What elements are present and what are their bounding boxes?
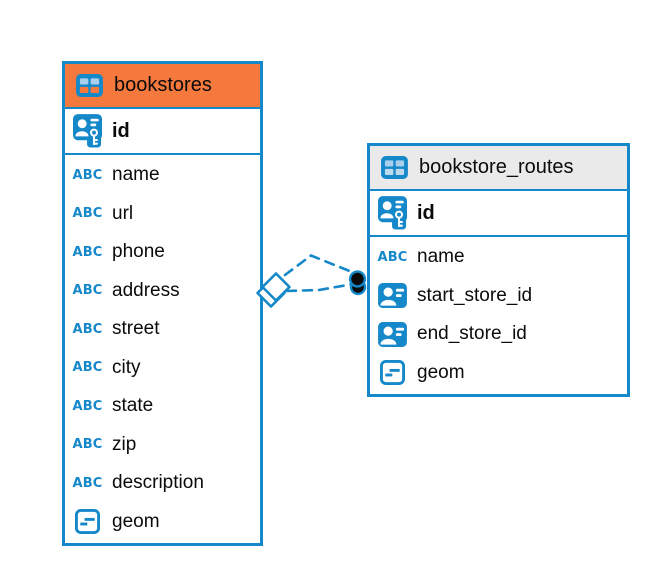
column-label: geom bbox=[112, 510, 160, 532]
foreign-key-user-icon bbox=[377, 283, 408, 309]
column-label: geom bbox=[417, 361, 465, 383]
column-row[interactable]: ABC name bbox=[370, 238, 627, 277]
column-label: description bbox=[112, 472, 204, 494]
column-label: start_store_id bbox=[417, 284, 533, 306]
primary-key-label: id bbox=[112, 119, 130, 142]
relationship-line[interactable] bbox=[283, 254, 354, 277]
column-label: phone bbox=[112, 241, 165, 263]
table-grid-icon bbox=[379, 156, 410, 179]
geometry-type-icon bbox=[377, 360, 408, 386]
primary-key-user-icon bbox=[72, 114, 103, 148]
column-row[interactable]: ABC address bbox=[65, 271, 260, 310]
column-row[interactable]: end_store_id bbox=[370, 315, 627, 354]
primary-key-user-icon bbox=[377, 196, 408, 230]
abc-text-type-icon: ABC bbox=[72, 167, 103, 183]
column-row[interactable]: start_store_id bbox=[370, 276, 627, 315]
table-header[interactable]: bookstore_routes bbox=[370, 146, 627, 191]
column-list: ABC name start_store_id end_store_id geo… bbox=[370, 237, 627, 394]
column-label: name bbox=[112, 164, 160, 186]
table-title: bookstores bbox=[114, 74, 212, 96]
column-row[interactable]: ABC description bbox=[65, 464, 260, 503]
abc-text-type-icon: ABC bbox=[72, 360, 103, 376]
abc-text-type-icon: ABC bbox=[72, 321, 103, 337]
column-label: address bbox=[112, 279, 180, 301]
primary-key-row[interactable]: id bbox=[65, 109, 260, 155]
relationship-line[interactable] bbox=[285, 282, 355, 293]
column-label: state bbox=[112, 395, 154, 417]
column-row[interactable]: ABC url bbox=[65, 194, 260, 233]
column-row[interactable]: ABC street bbox=[65, 310, 260, 349]
abc-text-type-icon: ABC bbox=[72, 398, 103, 414]
primary-key-label: id bbox=[417, 201, 435, 224]
column-row[interactable]: geom bbox=[65, 502, 260, 541]
table-bookstores[interactable]: bookstores id ABC name ABC url ABC phone… bbox=[62, 61, 263, 546]
relationship-endpoint-dot[interactable] bbox=[348, 270, 367, 296]
column-row[interactable]: ABC phone bbox=[65, 233, 260, 272]
foreign-key-user-icon bbox=[377, 321, 408, 347]
abc-text-type-icon: ABC bbox=[72, 283, 103, 299]
column-label: city bbox=[112, 356, 141, 378]
column-label: url bbox=[112, 202, 134, 224]
column-list: ABC name ABC url ABC phone ABC address A… bbox=[65, 155, 260, 543]
column-label: name bbox=[417, 246, 465, 268]
primary-key-row[interactable]: id bbox=[370, 191, 627, 237]
table-bookstore-routes[interactable]: bookstore_routes id ABC name start_store bbox=[367, 143, 630, 397]
column-label: end_store_id bbox=[417, 323, 527, 345]
column-row[interactable]: ABC name bbox=[65, 156, 260, 195]
column-label: zip bbox=[112, 433, 137, 455]
table-grid-icon bbox=[74, 74, 105, 97]
abc-text-type-icon: ABC bbox=[72, 244, 103, 260]
table-header[interactable]: bookstores bbox=[65, 64, 260, 109]
column-row[interactable]: geom bbox=[370, 353, 627, 392]
geometry-type-icon bbox=[72, 509, 103, 535]
abc-text-type-icon: ABC bbox=[72, 437, 103, 453]
column-row[interactable]: ABC zip bbox=[65, 425, 260, 464]
column-label: street bbox=[112, 318, 160, 340]
abc-text-type-icon: ABC bbox=[377, 249, 408, 265]
column-row[interactable]: ABC state bbox=[65, 387, 260, 426]
table-title: bookstore_routes bbox=[419, 156, 574, 178]
column-row[interactable]: ABC city bbox=[65, 348, 260, 387]
abc-text-type-icon: ABC bbox=[72, 206, 103, 222]
abc-text-type-icon: ABC bbox=[72, 475, 103, 491]
